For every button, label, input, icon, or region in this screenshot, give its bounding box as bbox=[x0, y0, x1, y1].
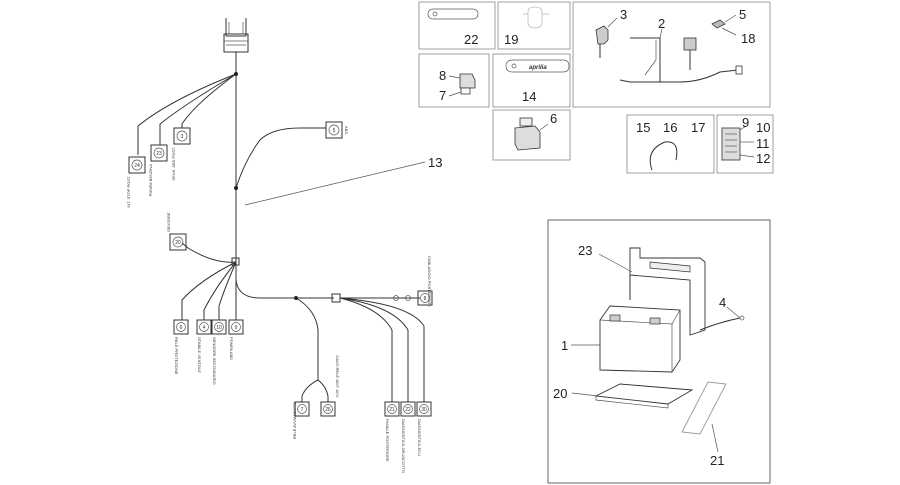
svg-text:16: 16 bbox=[663, 120, 677, 135]
callout-13: 13 bbox=[428, 155, 442, 170]
svg-text:7: 7 bbox=[439, 88, 446, 103]
wire-label: FANALE POSTERIORE bbox=[385, 419, 390, 462]
svg-text:7: 7 bbox=[301, 407, 304, 413]
svg-text:2: 2 bbox=[658, 16, 665, 31]
connector-6: 6 bbox=[173, 319, 189, 335]
connector-9: 9 bbox=[228, 319, 244, 335]
part-box-15-16-17: 15 16 17 bbox=[626, 114, 715, 174]
svg-text:6: 6 bbox=[550, 111, 557, 126]
svg-text:20: 20 bbox=[553, 386, 567, 401]
junction-dot bbox=[234, 72, 238, 76]
svg-text:23: 23 bbox=[578, 243, 592, 258]
svg-text:24: 24 bbox=[134, 163, 140, 169]
svg-text:22: 22 bbox=[405, 407, 411, 413]
connector-23: 23 bbox=[150, 144, 168, 162]
connector-4: 4 bbox=[196, 319, 212, 335]
wire-label: POMPA BENZINA bbox=[148, 164, 153, 197]
svg-text:8: 8 bbox=[424, 296, 427, 302]
svg-text:5: 5 bbox=[739, 7, 746, 22]
wire-label: DIAGNOSTICA ECU bbox=[417, 419, 422, 456]
wire-label: RELÈ PROTEZIONE bbox=[174, 337, 179, 375]
wire-label: SENSORE SECONDARIO bbox=[212, 337, 217, 385]
connector-10: 10 bbox=[211, 319, 227, 335]
junction-dot bbox=[294, 296, 298, 300]
svg-text:23: 23 bbox=[156, 151, 162, 157]
svg-text:4: 4 bbox=[719, 295, 726, 310]
wire-label: STABILE VENTOLE bbox=[197, 337, 202, 373]
wire-label: SENS. ABS POST. bbox=[171, 147, 176, 181]
svg-text:17: 17 bbox=[691, 120, 705, 135]
wire-label: ABS bbox=[344, 126, 349, 134]
wire-label: RELÈ AVVIAMENTO bbox=[292, 402, 297, 439]
svg-text:3: 3 bbox=[620, 7, 627, 22]
svg-text:26: 26 bbox=[325, 407, 331, 413]
svg-text:14: 14 bbox=[522, 89, 536, 104]
wire-label: POMPA ABS bbox=[229, 337, 234, 360]
junction-dot bbox=[234, 186, 238, 190]
battery-box: 23 1 4 20 21 bbox=[547, 219, 771, 484]
wire-label: CABLAGGIO POSTERIORE bbox=[427, 256, 432, 307]
connector-26: 26 bbox=[320, 401, 336, 417]
svg-text:9: 9 bbox=[235, 325, 238, 331]
connector-22: 22 bbox=[400, 401, 416, 417]
svg-text:8: 8 bbox=[439, 68, 446, 83]
harness-ring bbox=[393, 295, 399, 301]
svg-text:11: 11 bbox=[756, 136, 770, 151]
connector-8: 8 bbox=[417, 290, 433, 306]
connector-21: 21 bbox=[384, 401, 400, 417]
svg-text:9: 9 bbox=[742, 115, 749, 130]
harness-ring bbox=[405, 295, 411, 301]
svg-text:10: 10 bbox=[756, 120, 770, 135]
main-connector-top bbox=[223, 18, 249, 53]
svg-text:10: 10 bbox=[216, 325, 222, 331]
part-box-6: 6 bbox=[492, 109, 571, 161]
connector-24: 24 bbox=[128, 156, 146, 174]
svg-text:3: 3 bbox=[181, 134, 184, 140]
wire-label: INT. STOP POST. bbox=[126, 176, 131, 208]
svg-text:15: 15 bbox=[636, 120, 650, 135]
svg-text:4: 4 bbox=[203, 325, 206, 331]
svg-text:18: 18 bbox=[741, 31, 755, 46]
connector-5: 5 bbox=[325, 121, 343, 139]
connector-7: 7 bbox=[294, 401, 310, 417]
svg-text:12: 12 bbox=[756, 151, 770, 166]
svg-text:21: 21 bbox=[389, 407, 395, 413]
harness-clip bbox=[331, 293, 341, 303]
svg-text:20: 20 bbox=[175, 240, 181, 246]
harness-clip bbox=[231, 257, 240, 266]
wire-label: SENSORE bbox=[166, 212, 171, 232]
connector-20: 20 bbox=[169, 233, 187, 251]
part-box-14: aprilia 14 bbox=[492, 53, 571, 108]
part-box-9-12: 9 10 11 12 bbox=[716, 114, 774, 174]
svg-text:22: 22 bbox=[464, 32, 478, 47]
part-box-19: 19 bbox=[497, 1, 571, 50]
svg-text:21: 21 bbox=[710, 453, 724, 468]
wire-label: DIAGNOSTICA ORUSCOTTO bbox=[401, 419, 406, 473]
svg-text:30: 30 bbox=[421, 407, 427, 413]
part-box-2-3-5-18: 3 2 5 18 bbox=[572, 1, 771, 108]
wire-label: CAVO RELÈ MOT. AVV. bbox=[335, 355, 340, 398]
connector-3: 3 bbox=[173, 127, 191, 145]
part-box-22: 22 bbox=[418, 1, 496, 50]
aprilia-logo: aprilia bbox=[529, 65, 547, 71]
svg-text:1: 1 bbox=[561, 338, 568, 353]
svg-text:19: 19 bbox=[504, 32, 518, 47]
svg-text:6: 6 bbox=[180, 325, 183, 331]
wiring-harness bbox=[137, 52, 426, 402]
svg-text:5: 5 bbox=[333, 128, 336, 134]
connector-30: 30 bbox=[416, 401, 432, 417]
part-box-8-7: 8 7 bbox=[418, 53, 490, 108]
